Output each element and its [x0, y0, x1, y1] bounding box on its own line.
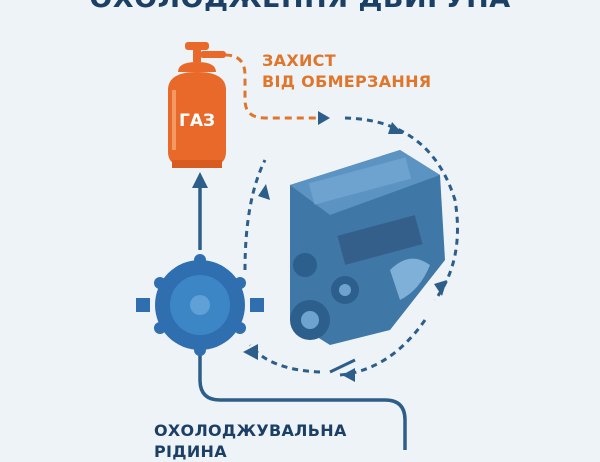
coolant-label-line1: ОХОЛОДЖУВАЛЬНА — [154, 421, 347, 440]
cooling-diagram — [136, 42, 459, 450]
gas-cylinder-label: ГАЗ — [179, 111, 216, 131]
coolant-loop-dashed — [243, 116, 459, 377]
coolant-pipe — [198, 345, 407, 450]
loop-arrow-icon — [434, 280, 447, 296]
loop-arrow-icon — [243, 344, 258, 360]
coolant-label: ОХОЛОДЖУВАЛЬНА РІДИНА — [154, 420, 347, 462]
loop-arrow-icon — [342, 368, 355, 382]
antifreeze-note: ЗАХИСТ ВІД ОБМЕРЗАННЯ — [262, 50, 431, 92]
antifreeze-note-line1: ЗАХИСТ — [262, 51, 336, 70]
gas-reducer-icon — [136, 254, 264, 356]
antifreeze-note-line2: ВІД ОБМЕРЗАННЯ — [262, 72, 432, 91]
gas-flow-arrow-icon — [318, 111, 330, 125]
up-arrow-icon — [192, 172, 208, 188]
engine-icon — [290, 150, 445, 345]
loop-arrow-icon — [388, 122, 403, 134]
gas-cylinder-icon — [168, 42, 226, 168]
coolant-label-line2: РІДИНА — [154, 442, 227, 461]
loop-arrow-icon — [258, 184, 270, 200]
diagram-title: ОХОЛОДЖЕННЯ ДВИГУНА — [0, 0, 600, 14]
